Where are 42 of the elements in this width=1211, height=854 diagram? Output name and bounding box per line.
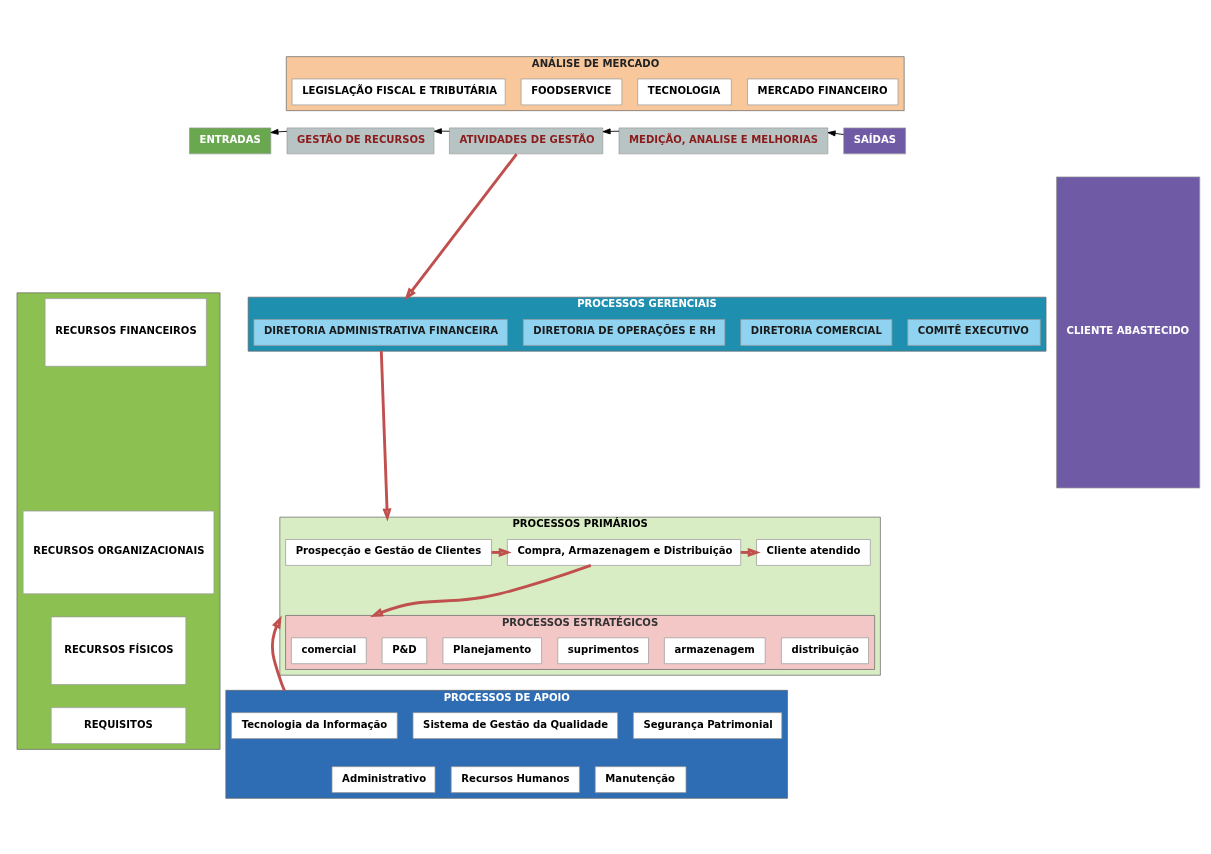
node-box: RECURSOS ORGANIZACIONAIS	[22, 510, 215, 594]
node-box: armazenagem	[664, 636, 766, 664]
node-box: TECNOLOGIA	[637, 78, 732, 105]
arrow	[827, 129, 845, 136]
arrow	[270, 128, 288, 135]
arrow	[433, 127, 450, 134]
arrow	[602, 127, 620, 134]
node-box: Planejamento	[442, 636, 542, 664]
node-box: Administrativo	[331, 765, 436, 793]
arrow	[270, 614, 286, 691]
node-box: CLIENTE ABASTECIDO	[1056, 176, 1201, 488]
node-box: RECURSOS FINANCEIROS	[44, 297, 207, 367]
cluster	[16, 291, 221, 750]
node-box: LEGISLAÇÃO FISCAL E TRIBUTÁRIA	[291, 78, 506, 105]
node-box: ATIVIDADES DE GESTÃO	[449, 127, 604, 154]
node-box: ENTRADAS	[189, 127, 272, 154]
node-box: DIRETORIA DE OPERAÇÕES E RH	[522, 318, 726, 346]
node-box: COMITÊ EXECUTIVO	[907, 318, 1041, 346]
node-box: GESTÃO DE RECURSOS	[286, 127, 435, 154]
node-box: MERCADO FINANCEIRO	[747, 78, 899, 105]
arrow	[370, 563, 592, 617]
node-box: distribuição	[781, 636, 869, 664]
node-box: REQUISITOS	[50, 706, 187, 744]
node-box: Cliente atendido	[756, 538, 871, 566]
node-box: RECURSOS FÍSICOS	[50, 616, 187, 685]
node-box: Tecnologia da Informação	[231, 711, 398, 739]
node-box: FOODSERVICE	[520, 78, 623, 105]
arrow	[379, 350, 392, 521]
node-box: DIRETORIA COMERCIAL	[740, 318, 893, 346]
node-box: Prospecção e Gestão de Clientes	[285, 538, 492, 566]
node-box: Compra, Armazenagem e Distribuição	[507, 538, 742, 566]
node-box: P&D	[381, 636, 428, 664]
node-box: Manutenção	[594, 765, 687, 793]
node-box: Recursos Humanos	[450, 765, 580, 793]
arrow	[404, 152, 518, 301]
node-box: comercial	[291, 636, 367, 664]
node-box: DIRETORIA ADMINISTRATIVA FINANCEIRA	[253, 318, 508, 346]
node-box: Sistema de Gestão da Qualidade	[412, 711, 618, 739]
node-box: SAÍDAS	[843, 127, 906, 154]
node-box: Segurança Patrimonial	[633, 711, 783, 739]
node-box: suprimentos	[557, 636, 649, 664]
node-box: MEDIÇÃO, ANALISE E MELHORIAS	[618, 127, 829, 154]
